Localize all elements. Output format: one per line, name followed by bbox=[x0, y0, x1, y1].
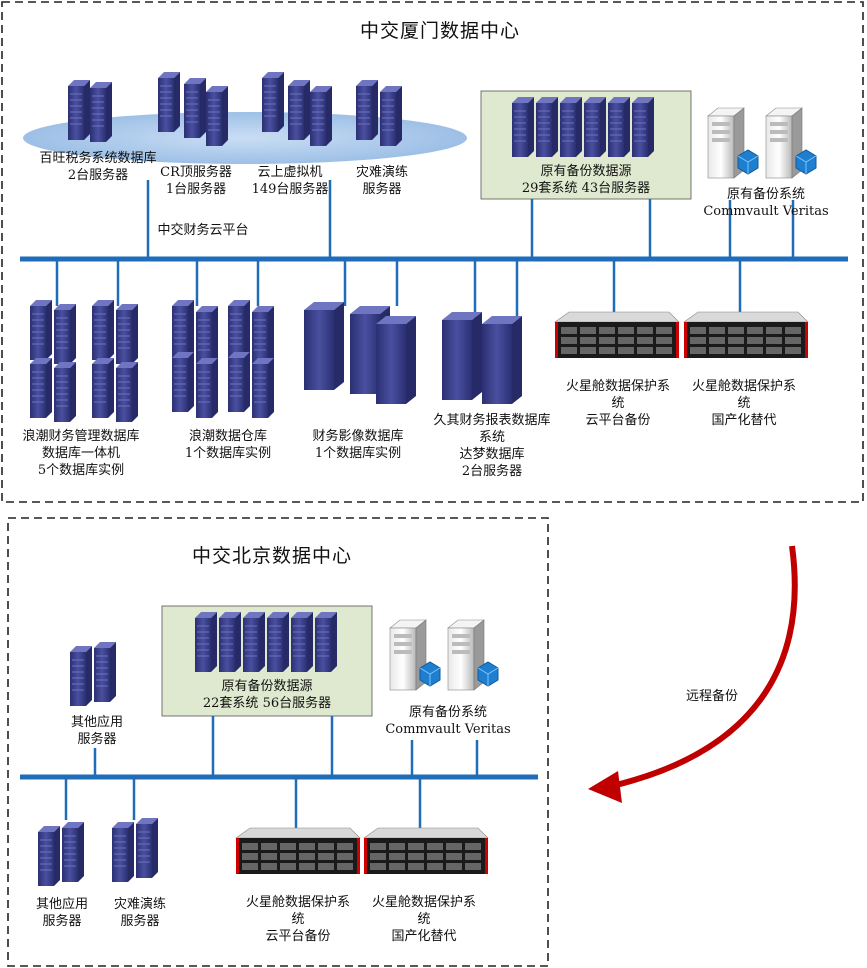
mars-cabin-domestic-icon bbox=[683, 311, 809, 359]
inspur-datawarehouse-icon bbox=[171, 299, 275, 419]
jiuqi-report-db-label: 久其财务报表数据库系统 达梦数据库 2台服务器 bbox=[433, 413, 551, 479]
cloud-platform-label: 中交财务云平台 bbox=[157, 223, 249, 238]
beijing-bus-connectors bbox=[64, 716, 479, 828]
finance-image-db-label: 财务影像数据库 1个数据库实例 bbox=[312, 429, 404, 461]
jiuqi-report-db-icon bbox=[442, 312, 522, 404]
inspur-dw-label: 浪潮数据仓库 1个数据库实例 bbox=[184, 429, 272, 461]
baiwang-label: 百旺税务系统数据库 2台服务器 bbox=[39, 151, 157, 183]
mars-cabin-cloud-label: 火星舱数据保护系统 云平台备份 bbox=[565, 379, 670, 428]
dr-label: 灾难演练 服务器 bbox=[355, 165, 408, 197]
inspur-finance-db-label: 浪潮财务管理数据库 数据库一体机 5个数据库实例 bbox=[22, 429, 140, 478]
xiamen-backup-system-label: 原有备份系统 Commvault Veritas bbox=[703, 187, 829, 219]
beijing-other-app-icon bbox=[37, 821, 85, 887]
xiamen-frame bbox=[1, 1, 864, 503]
remote-backup-label: 远程备份 bbox=[685, 689, 738, 704]
mars-cabin-cloud-icon bbox=[554, 311, 680, 359]
beijing-other-app-top-icon bbox=[69, 641, 117, 707]
xiamen-title: 中交厦门数据中心 bbox=[360, 20, 521, 42]
inspur-finance-db-icon bbox=[29, 299, 139, 423]
beijing-backup-system-label: 原有备份系统 Commvault Veritas bbox=[385, 705, 511, 737]
beijing-other-app-top-label: 其他应用 服务器 bbox=[70, 715, 123, 747]
beijing-mars-cabin-cloud-icon bbox=[235, 827, 361, 875]
beijing-title: 中交北京数据中心 bbox=[192, 545, 353, 567]
beijing-mars-cabin-cloud-label: 火星舱数据保护系统 云平台备份 bbox=[245, 895, 350, 944]
beijing-mars-cabin-domestic-label: 火星舱数据保护系统 国产化替代 bbox=[371, 895, 476, 944]
remote-backup-arrowhead-icon bbox=[588, 771, 622, 803]
beijing-backup-system-icon bbox=[389, 619, 499, 691]
mars-cabin-domestic-label: 火星舱数据保护系统 国产化替代 bbox=[691, 379, 796, 428]
xiamen-bus-connectors bbox=[55, 180, 795, 318]
beijing-other-app-label: 其他应用 服务器 bbox=[35, 897, 88, 929]
beijing-dr-label: 灾难演练 服务器 bbox=[113, 897, 166, 929]
beijing-mars-cabin-domestic-icon bbox=[363, 827, 489, 875]
crj-label: CR顶服务器 1台服务器 bbox=[160, 165, 232, 197]
beijing-dr-icon bbox=[111, 817, 159, 883]
xiamen-backup-source-label: 原有备份数据源 29套系统 43台服务器 bbox=[521, 164, 651, 196]
finance-image-db-icon bbox=[304, 302, 416, 404]
xiamen-backup-system-icon bbox=[707, 107, 817, 179]
baiwang-server-icon bbox=[67, 79, 113, 143]
vm-label: 云上虚拟机 149台服务器 bbox=[251, 165, 329, 197]
beijing-backup-source-label: 原有备份数据源 22套系统 56台服务器 bbox=[202, 679, 332, 711]
remote-backup-arrow bbox=[611, 545, 798, 789]
